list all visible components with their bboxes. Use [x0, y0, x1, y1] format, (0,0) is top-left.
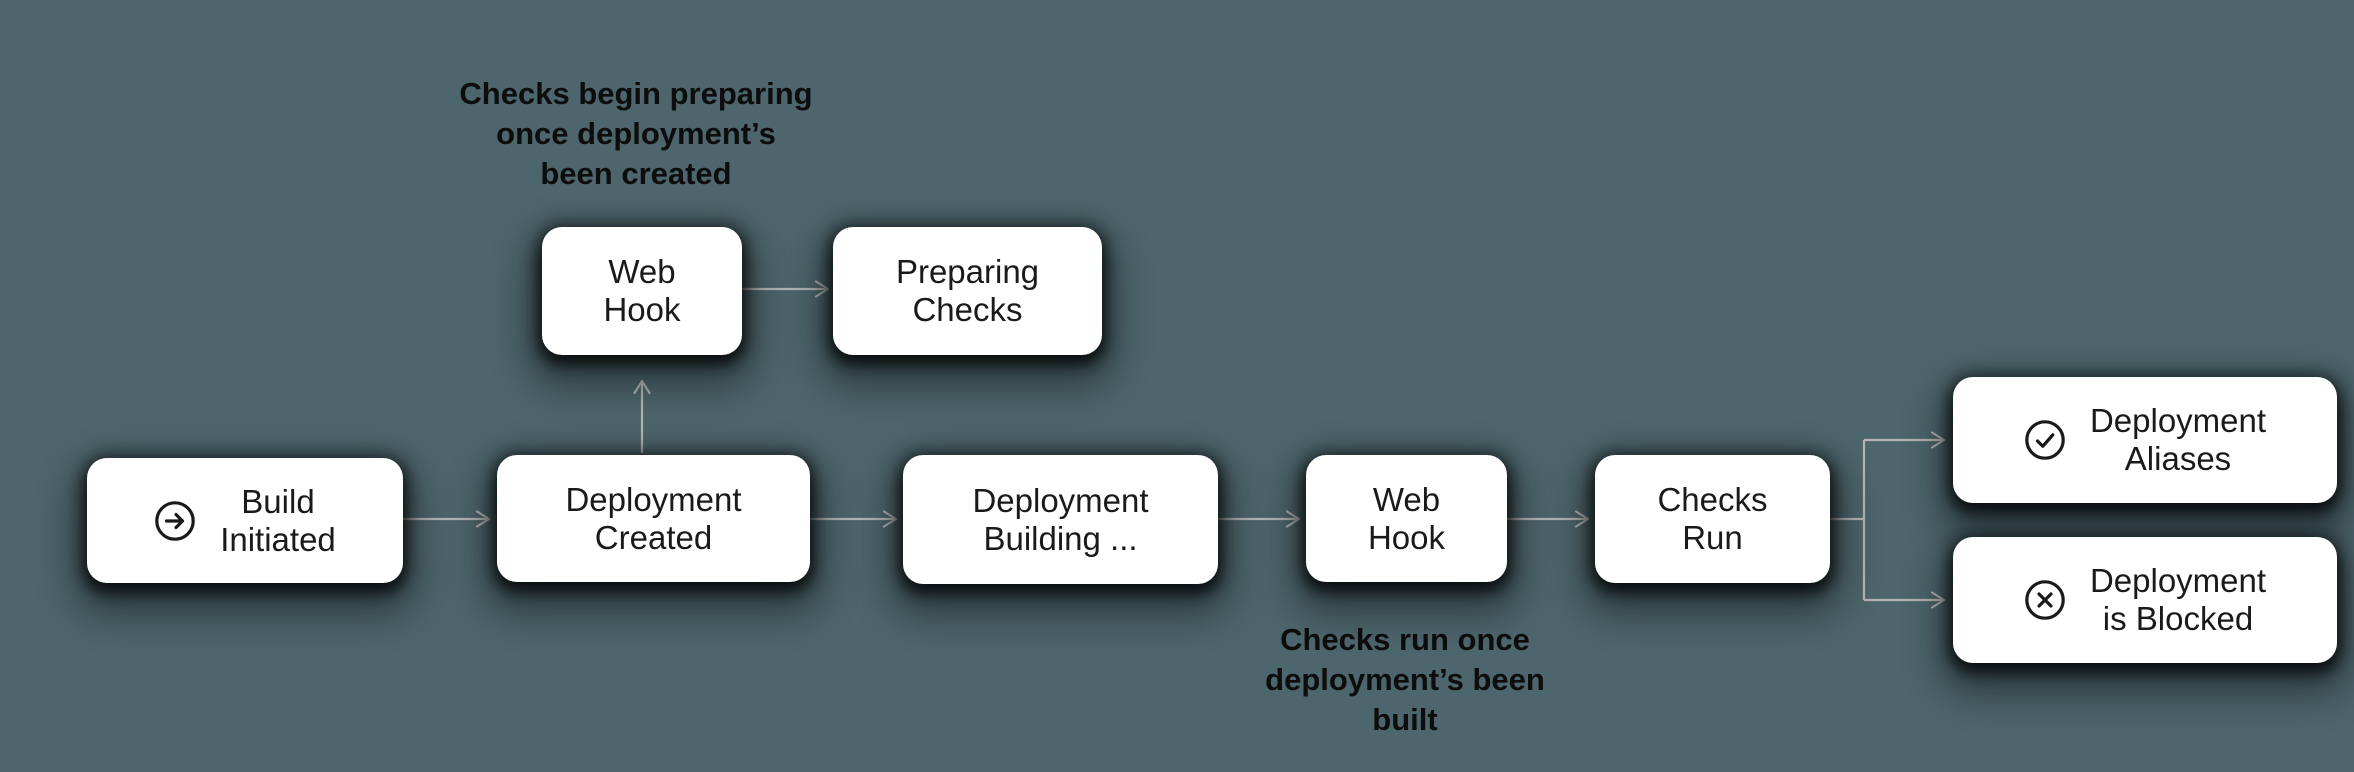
node-build-initiated: Build Initiated [87, 458, 403, 583]
node-label: Deployment Building ... [972, 481, 1149, 557]
arrow-right-circle-icon [154, 500, 196, 542]
node-deployment-aliases: Deployment Aliases [1953, 377, 2337, 503]
node-label: Web Hook [603, 253, 681, 328]
annotation-line: Checks run once [1280, 622, 1530, 657]
node-label: Build Initiated [220, 482, 336, 558]
annotation-line: once deployment’s [496, 116, 776, 151]
node-web-hook-1: Web Hook [542, 227, 742, 355]
node-deployment-building: Deployment Building ... [903, 455, 1218, 584]
annotation-checks-run-once: Checks run once deployment’s been built [1175, 620, 1635, 740]
node-deployment-is-blocked: Deployment is Blocked [1953, 537, 2337, 663]
annotation-checks-begin-preparing: Checks begin preparing once deployment’s… [406, 74, 866, 194]
node-label: Deployment is Blocked [2089, 562, 2267, 637]
node-label: Checks Run [1657, 481, 1768, 556]
node-label: Deployment Aliases [2089, 402, 2267, 477]
annotation-line: deployment’s been [1265, 662, 1545, 697]
node-preparing-checks: Preparing Checks [833, 227, 1102, 355]
annotation-line: Checks begin preparing [459, 76, 813, 111]
node-label: Web Hook [1367, 480, 1446, 556]
x-circle-icon [2024, 579, 2066, 621]
annotation-line: been created [540, 156, 732, 191]
node-label: Preparing Checks [895, 253, 1040, 328]
annotation-line: built [1372, 702, 1438, 737]
node-deployment-created: Deployment Created [497, 455, 810, 582]
node-checks-run: Checks Run [1595, 455, 1830, 583]
node-web-hook-2: Web Hook [1306, 455, 1507, 582]
check-circle-icon [2024, 419, 2066, 461]
node-label: Deployment Created [565, 480, 742, 556]
